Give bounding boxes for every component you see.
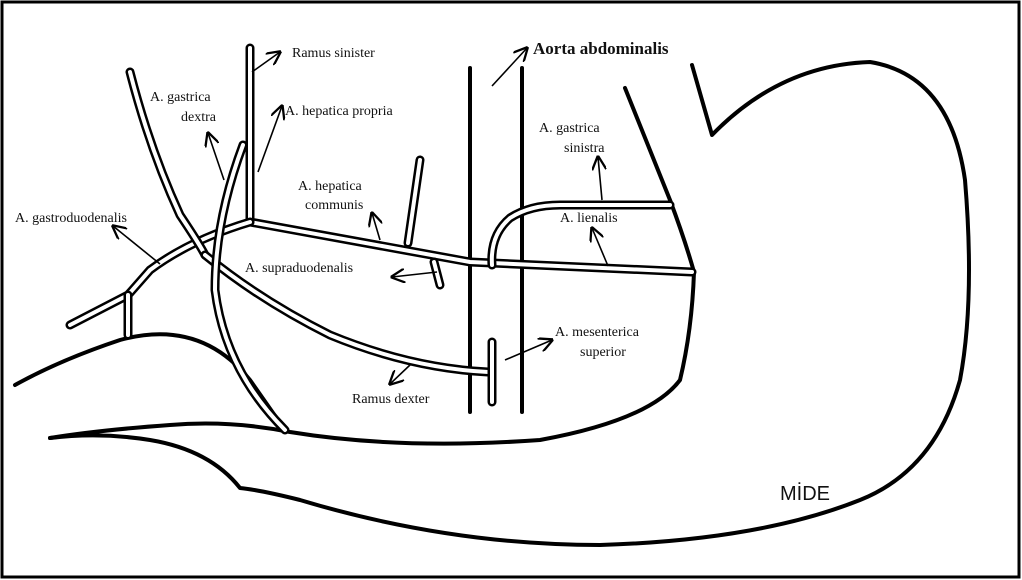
arrow-mesenterica <box>505 340 552 360</box>
stomach-outline <box>15 62 969 545</box>
arrow-gastroduodenalis <box>113 226 160 264</box>
arrow-gastrica-sinistra <box>598 157 602 200</box>
arrow-gastrica-dextra <box>208 133 224 180</box>
label-mesenterica-line2: superior <box>580 345 626 360</box>
arrow-supraduodenalis <box>392 272 437 277</box>
label-hepatica-propria: A. hepatica propria <box>285 104 393 119</box>
label-gastrica-sinistra-line2: sinistra <box>564 141 605 156</box>
label-gastroduodenalis: A. gastroduodenalis <box>15 211 127 226</box>
arrow-ramus-dexter <box>390 365 410 384</box>
label-gastrica-dextra-line1: A. gastrica <box>150 90 211 105</box>
label-gastrica-dextra-line2: dextra <box>181 110 217 125</box>
arrow-hepatica-communis <box>372 213 380 240</box>
label-hepatica-communis-line2: communis <box>305 198 363 213</box>
arrow-lienalis <box>592 228 608 266</box>
label-mide: MİDE <box>780 482 830 505</box>
label-ramus-dexter: Ramus dexter <box>352 392 430 407</box>
label-hepatica-communis-line1: A. hepatica <box>298 179 363 194</box>
label-supraduodenalis: A. supraduodenalis <box>245 261 353 276</box>
label-lienalis: A. lienalis <box>560 211 618 226</box>
arrow-ramus-sinister <box>252 52 280 72</box>
label-gastrica-sinistra-line1: A. gastrica <box>539 121 600 136</box>
label-ramus-sinister: Ramus sinister <box>292 46 375 61</box>
arrow-hepatica-propria <box>258 106 282 172</box>
label-aorta-abdominalis: Aorta abdominalis <box>533 39 669 58</box>
label-mesenterica-line1: A. mesenterica <box>555 325 640 340</box>
